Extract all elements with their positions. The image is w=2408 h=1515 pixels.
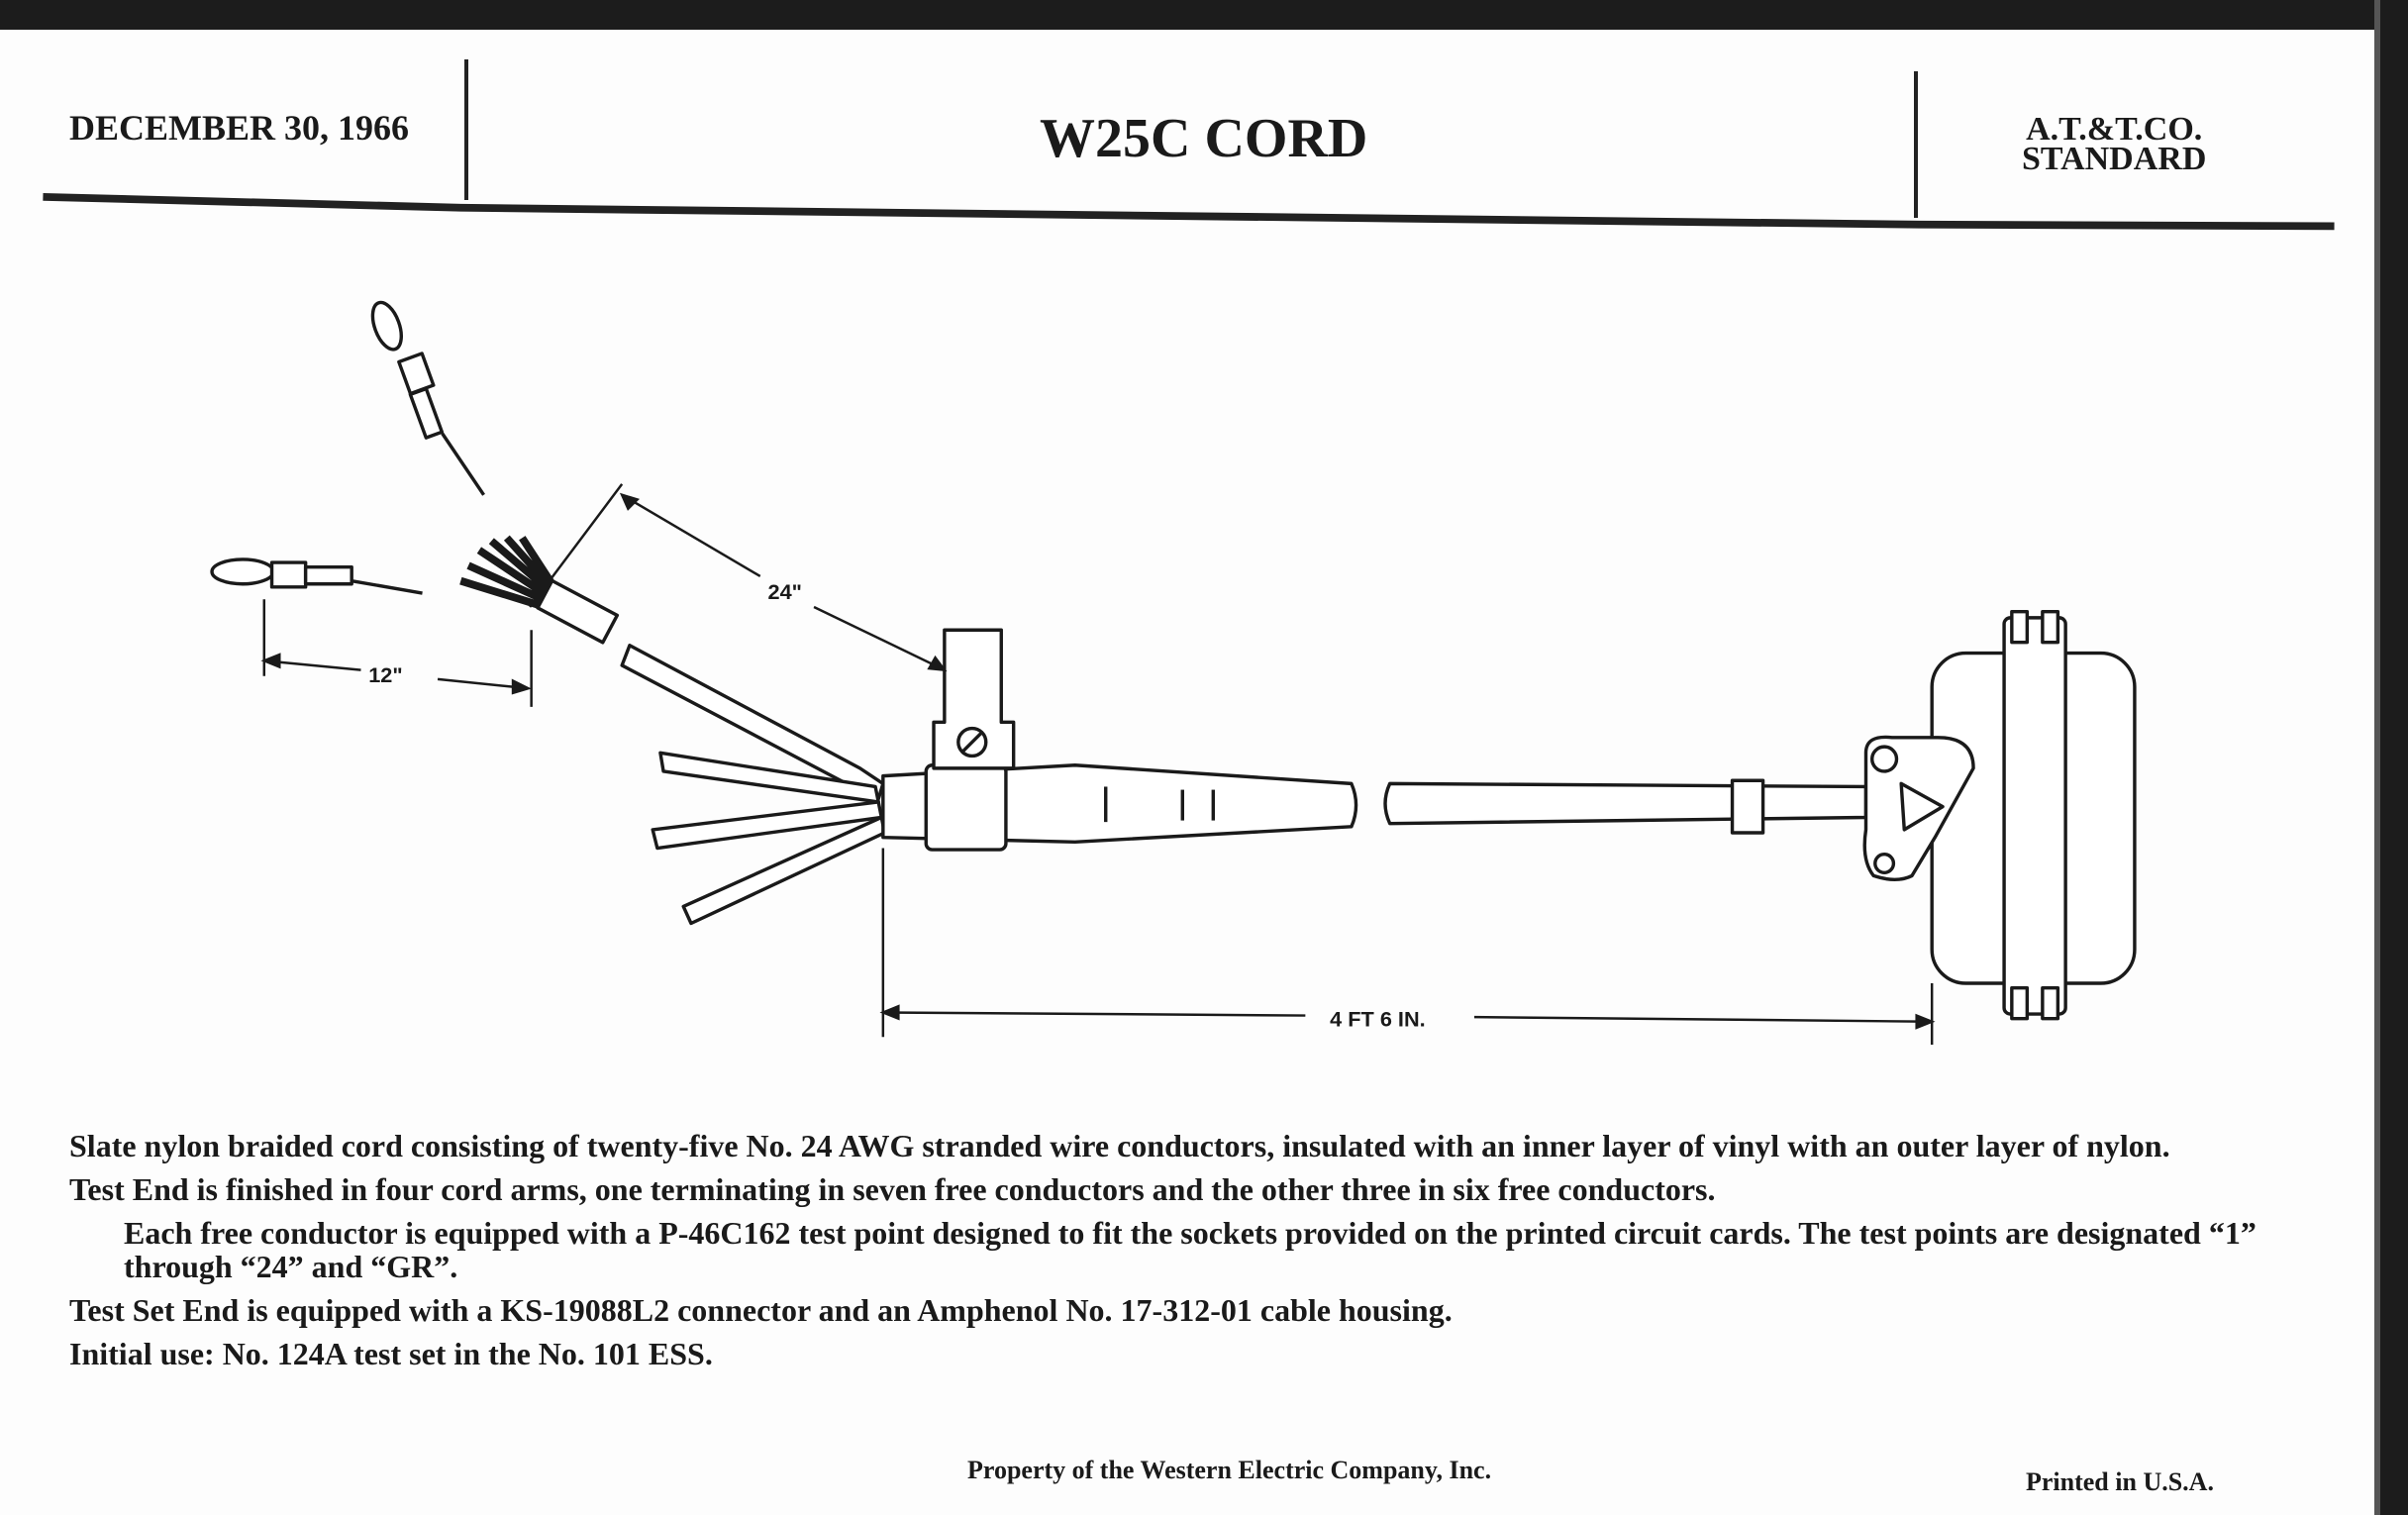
- spec-test-set-end: Test Set End is equipped with a KS-19088…: [69, 1292, 1453, 1328]
- test-point-left: [210, 557, 423, 595]
- dim-label-test-point: 12": [368, 662, 402, 687]
- org-line-2: STANDARD: [2022, 141, 2207, 177]
- spec-test-points: Each free conductor is equipped with a P…: [124, 1215, 2257, 1284]
- specification-text: Slate nylon braided cord consisting of t…: [69, 1129, 2317, 1380]
- printed-in-notice: Printed in U.S.A.: [2026, 1467, 2214, 1496]
- scan-border-right: [2380, 0, 2408, 1515]
- standard-label: A.T.&T.CO. STANDARD: [2022, 111, 2207, 177]
- header-rule: [43, 193, 2335, 231]
- spec-test-end: Test End is finished in four cord arms, …: [69, 1171, 1716, 1207]
- main-cord-set-end: [1383, 781, 1868, 826]
- issue-date: DECEMBER 30, 1966: [69, 108, 410, 148]
- test-point-upper: [370, 300, 485, 496]
- page-title: W25C CORD: [1040, 108, 1368, 169]
- property-notice: Property of the Western Electric Company…: [967, 1456, 1492, 1484]
- header-divider-right: [1914, 71, 1918, 218]
- scan-border-top: [0, 0, 2408, 30]
- clamp-bracket: [932, 628, 1016, 770]
- header-divider-left: [464, 59, 468, 200]
- connector-flange: [2002, 616, 2067, 1016]
- scan-edge-shadow: [2374, 0, 2380, 1515]
- spec-initial-use: Initial use: No. 124A test set in the No…: [69, 1336, 713, 1371]
- cord-ferrule: [1730, 778, 1765, 835]
- cord-clamp: [924, 763, 1008, 852]
- dim-label-arm-length: 24": [768, 579, 802, 604]
- org-line-1: A.T.&T.CO.: [2026, 111, 2203, 148]
- dim-label-cord-length: 4 FT 6 IN.: [1330, 1006, 1425, 1031]
- free-conductor-bundle: [459, 535, 620, 645]
- spec-cord-description: Slate nylon braided cord consisting of t…: [69, 1128, 2170, 1163]
